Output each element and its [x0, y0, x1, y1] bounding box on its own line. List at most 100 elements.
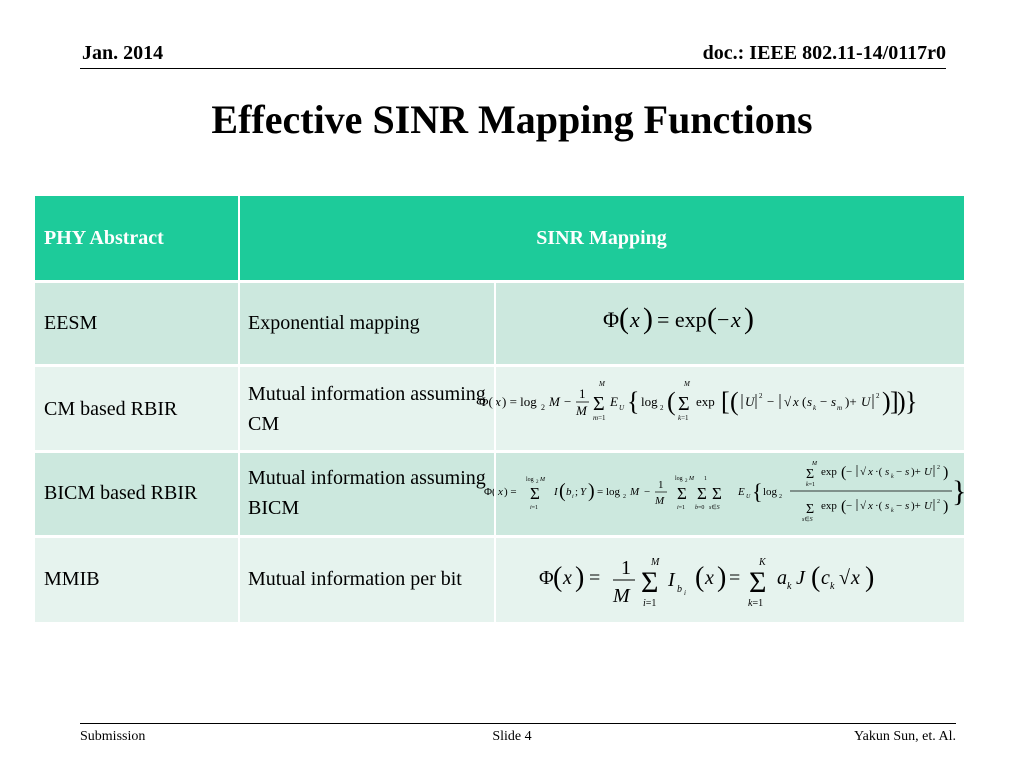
svg-text:x: x: [850, 567, 860, 589]
svg-text:Σ: Σ: [697, 484, 707, 503]
footer-submission: Submission: [80, 729, 146, 744]
svg-text:√: √: [860, 466, 867, 478]
svg-text:−: −: [717, 307, 729, 332]
svg-text:s: s: [905, 466, 909, 478]
svg-text:Σ: Σ: [530, 484, 540, 503]
svg-text:(: (: [553, 562, 562, 593]
formula-mmib: Φ ( x ) = 1 M M Σ i=1 I b i ( x ): [539, 557, 874, 609]
svg-text:−: −: [820, 394, 827, 409]
svg-text:Φ(: Φ(: [484, 486, 496, 498]
svg-text:s: s: [885, 466, 889, 478]
svg-text:√: √: [860, 500, 867, 512]
svg-text:Σ: Σ: [593, 393, 605, 415]
svg-text:1: 1: [704, 476, 707, 482]
svg-text:−: −: [564, 394, 571, 409]
svg-text:k: k: [813, 404, 817, 412]
svg-text:x: x: [704, 567, 714, 589]
footer-divider: [80, 723, 956, 724]
svg-text:): ): [882, 387, 891, 416]
table-header-row: PHY Abstract SINR Mapping: [35, 196, 964, 280]
svg-text:i=1: i=1: [530, 505, 538, 511]
row-formula: Φ ( x ) = exp ( − x ): [495, 280, 964, 365]
row-mapping: Exponential mapping: [248, 311, 420, 334]
svg-text:I: I: [667, 569, 676, 591]
svg-text:Σ: Σ: [806, 502, 814, 517]
header-divider: [80, 68, 946, 69]
table-row: EESM Exponential mapping Φ ( x ) = exp (…: [35, 280, 964, 365]
col-header-sinr-mapping: SINR Mapping: [536, 227, 667, 249]
row-mapping: Mutual information assuming BICM: [248, 467, 486, 519]
svg-text:(: (: [802, 394, 806, 409]
svg-text:(: (: [841, 464, 846, 481]
svg-text:·(: ·(: [875, 466, 883, 478]
col-header-phy-abstract: PHY Abstract: [44, 227, 164, 249]
svg-text:}: }: [905, 387, 917, 416]
svg-text:U: U: [619, 404, 625, 412]
svg-text:{: {: [752, 479, 763, 504]
svg-text:i=1: i=1: [643, 598, 656, 609]
svg-text:)+: )+: [911, 466, 921, 478]
svg-text:−: −: [846, 500, 852, 512]
svg-text:=: =: [729, 567, 740, 589]
table-row: MMIB Mutual information per bit Φ ( x ) …: [35, 536, 964, 622]
svg-text:Σ: Σ: [749, 566, 766, 599]
svg-text:): ): [717, 562, 726, 593]
svg-text:E: E: [737, 486, 745, 498]
svg-text:M: M: [612, 585, 631, 607]
svg-text:s: s: [807, 394, 812, 409]
svg-text:M: M: [629, 486, 640, 498]
row-name: EESM: [44, 311, 98, 334]
svg-text:−: −: [896, 500, 902, 512]
svg-text:−: −: [896, 466, 902, 478]
svg-text:1: 1: [658, 479, 664, 491]
svg-text:M: M: [539, 477, 546, 483]
svg-text:) = log: ) = log: [502, 394, 537, 409]
table-row: CM based RBIR Mutual information assumin…: [35, 366, 964, 451]
svg-text:): ): [588, 480, 595, 502]
svg-text:x: x: [792, 394, 799, 409]
svg-text:log: log: [641, 394, 658, 409]
svg-text:U: U: [745, 394, 756, 409]
svg-text:= log: = log: [597, 486, 621, 498]
svg-text:): ): [897, 387, 906, 416]
row-name: MMIB: [44, 568, 100, 590]
svg-text:M: M: [654, 495, 665, 507]
svg-text:(: (: [559, 480, 566, 502]
svg-text:x: x: [562, 567, 572, 589]
svg-text:M: M: [598, 380, 606, 388]
svg-text:i=1: i=1: [677, 505, 685, 511]
svg-text:): ): [744, 302, 754, 335]
svg-text:M: M: [688, 476, 695, 482]
svg-text:√: √: [839, 567, 850, 589]
svg-text:Σ: Σ: [677, 484, 687, 503]
svg-text:k=1: k=1: [806, 482, 815, 488]
row-mapping: Mutual information per bit: [248, 568, 462, 590]
svg-text:U: U: [924, 466, 933, 478]
slide-title: Effective SINR Mapping Functions: [211, 97, 813, 142]
svg-text:[: [: [721, 387, 730, 416]
svg-text:U: U: [746, 494, 751, 500]
svg-text:Σ: Σ: [641, 566, 658, 599]
row-name: BICM based RBIR: [44, 482, 198, 504]
svg-text:U: U: [861, 394, 872, 409]
svg-text:2: 2: [759, 392, 763, 400]
svg-text:−: −: [767, 394, 774, 409]
footer-slide-number: Slide 4: [492, 729, 532, 744]
svg-text:M: M: [683, 380, 691, 388]
svg-text:s: s: [831, 394, 836, 409]
svg-text:x: x: [497, 486, 503, 498]
svg-text:M: M: [575, 403, 588, 418]
svg-text:Φ(: Φ(: [479, 394, 493, 409]
svg-text:U: U: [924, 500, 933, 512]
svg-text:(: (: [619, 302, 629, 335]
svg-text:s: s: [905, 500, 909, 512]
svg-text:Σ: Σ: [678, 393, 690, 415]
svg-text:Y: Y: [580, 486, 588, 498]
svg-text:x: x: [867, 500, 873, 512]
svg-text:Σ: Σ: [712, 484, 722, 503]
svg-text:2: 2: [937, 465, 940, 471]
